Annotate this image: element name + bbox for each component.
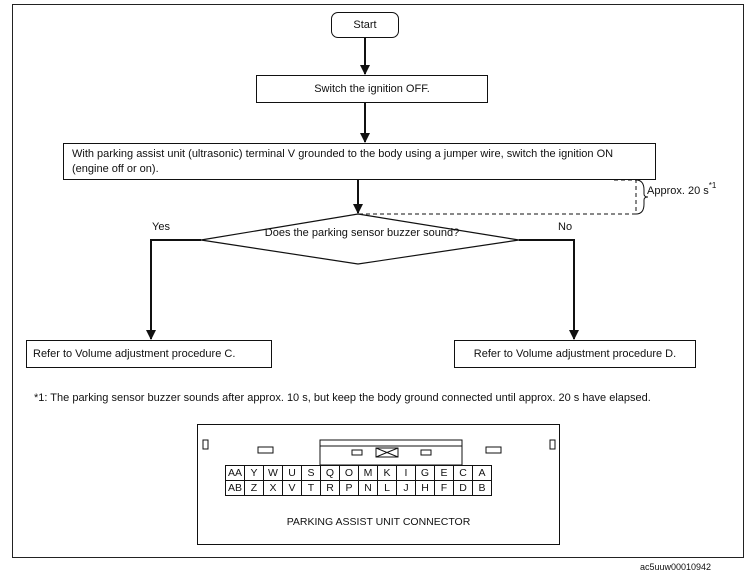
connector-pin: W xyxy=(263,465,283,481)
connector-pin: X xyxy=(263,480,283,496)
approx-time-label: Approx. 20 s*1 xyxy=(647,181,716,197)
diagram-frame xyxy=(12,4,744,558)
approx-footnote-ref: *1 xyxy=(708,181,717,190)
step-ground-terminal-v: With parking assist unit (ultrasonic) te… xyxy=(63,143,656,180)
connector-latch-right xyxy=(549,439,556,450)
connector-pin: AB xyxy=(225,480,245,496)
connector-panel xyxy=(197,424,560,545)
connector-pin: Z xyxy=(244,480,264,496)
connector-pin: A xyxy=(472,465,492,481)
connector-pin: H xyxy=(415,480,435,496)
connector-latch-left xyxy=(202,439,209,450)
connector-key xyxy=(485,446,502,454)
connector-pin: B xyxy=(472,480,492,496)
footnote: *1: The parking sensor buzzer sounds aft… xyxy=(34,392,651,404)
arrow-no-branch xyxy=(519,239,579,340)
result-procedure-d: Refer to Volume adjustment procedure D. xyxy=(454,340,696,368)
connector-pin: I xyxy=(396,465,416,481)
connector-pin: D xyxy=(453,480,473,496)
decision-diamond xyxy=(200,213,520,265)
result-procedure-c: Refer to Volume adjustment procedure C. xyxy=(26,340,272,368)
connector-title: PARKING ASSIST UNIT CONNECTOR xyxy=(286,516,471,528)
connector-pin: K xyxy=(377,465,397,481)
decision-question: Does the parking sensor buzzer sound? xyxy=(264,227,460,239)
approx-bracket xyxy=(358,179,637,215)
no-label: No xyxy=(558,221,573,233)
connector-pin: G xyxy=(415,465,435,481)
figure-id: ac5uuw00010942 xyxy=(640,562,712,572)
yes-label: Yes xyxy=(152,221,170,233)
connector-pin: S xyxy=(301,465,321,481)
connector-key xyxy=(257,446,274,454)
connector-pin: U xyxy=(282,465,302,481)
start-node: Start xyxy=(331,12,399,38)
approx-brace xyxy=(635,179,649,215)
arrow-yes-branch xyxy=(146,239,201,340)
connector-pin: C xyxy=(453,465,473,481)
connector-pin: M xyxy=(358,465,378,481)
connector-pin: E xyxy=(434,465,454,481)
step-ignition-off: Switch the ignition OFF. xyxy=(256,75,488,103)
connector-pin: J xyxy=(396,480,416,496)
connector-pin: P xyxy=(339,480,359,496)
connector-pin: Q xyxy=(320,465,340,481)
connector-pin: AA xyxy=(225,465,245,481)
connector-pin: L xyxy=(377,480,397,496)
connector-pin: V xyxy=(282,480,302,496)
connector-pin: T xyxy=(301,480,321,496)
connector-pin: O xyxy=(339,465,359,481)
connector-pin: F xyxy=(434,480,454,496)
connector-pin: R xyxy=(320,480,340,496)
approx-time-text: Approx. 20 s xyxy=(647,185,709,197)
connector-pin: Y xyxy=(244,465,264,481)
connector-pin: N xyxy=(358,480,378,496)
